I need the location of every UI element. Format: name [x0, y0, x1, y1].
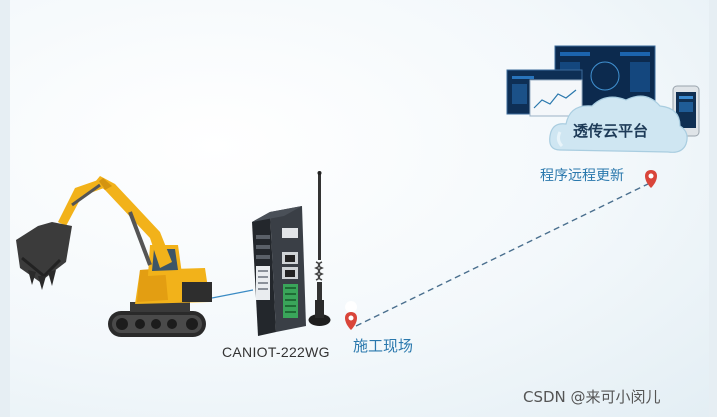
gateway-device	[252, 171, 331, 336]
cloud-platform-label: 透传云平台	[573, 122, 649, 140]
location-pin-site-icon	[345, 301, 358, 330]
remote-update-label: 程序远程更新	[540, 168, 624, 184]
link-site-to-cloud	[355, 183, 649, 327]
watermark-text: CSDN @来可小闵儿	[523, 388, 661, 406]
location-pin-cloud-icon	[645, 170, 657, 188]
cable-excavator-to-gateway	[211, 289, 254, 299]
construction-site-label: 施工现场	[353, 337, 414, 355]
dashboard-screen-white	[529, 79, 583, 117]
frame-left	[0, 0, 10, 417]
cloud-platform	[506, 45, 700, 153]
frame-right	[709, 0, 717, 417]
excavator-illustration	[16, 176, 212, 337]
device-model-label: CANIOT-222WG	[222, 344, 330, 360]
